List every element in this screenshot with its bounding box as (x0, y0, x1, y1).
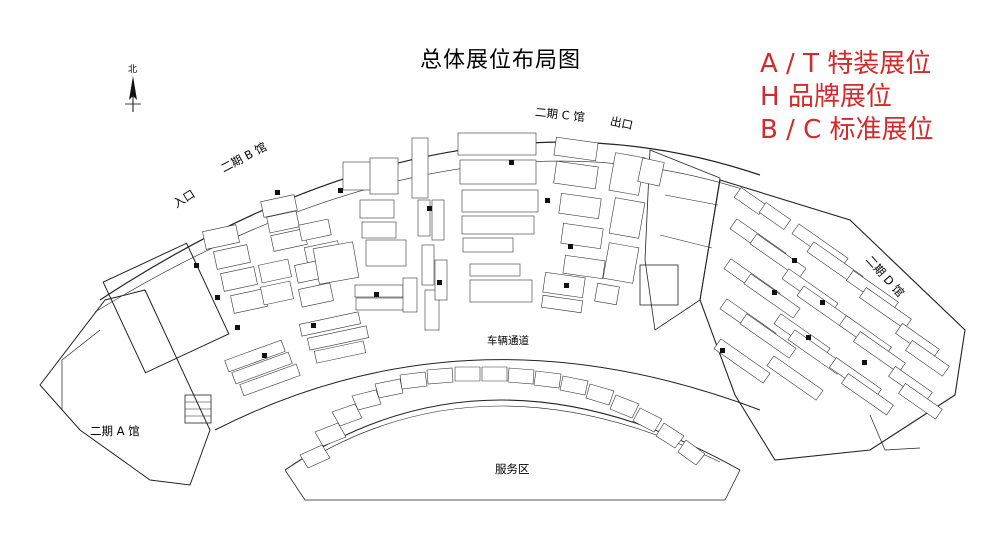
compass-label: 北 (128, 65, 138, 75)
vehicle-lane-label: 车辆通道 (487, 335, 529, 347)
legend-item-standard-booth: B / C 标准展位 (760, 115, 934, 145)
map-title: 总体展位布局图 (420, 48, 582, 73)
service-area-label: 服务区 (495, 462, 530, 476)
legend-item-special-booth: A / T 特装展位 (760, 49, 932, 79)
booth-type-legend: A / T 特装展位 H 品牌展位 B / C 标准展位 (760, 48, 934, 147)
north-arrow-icon: 北 (121, 62, 145, 114)
hall-a-label: 二期 A 馆 (90, 424, 140, 438)
legend-item-brand-booth: H 品牌展位 (760, 82, 892, 112)
